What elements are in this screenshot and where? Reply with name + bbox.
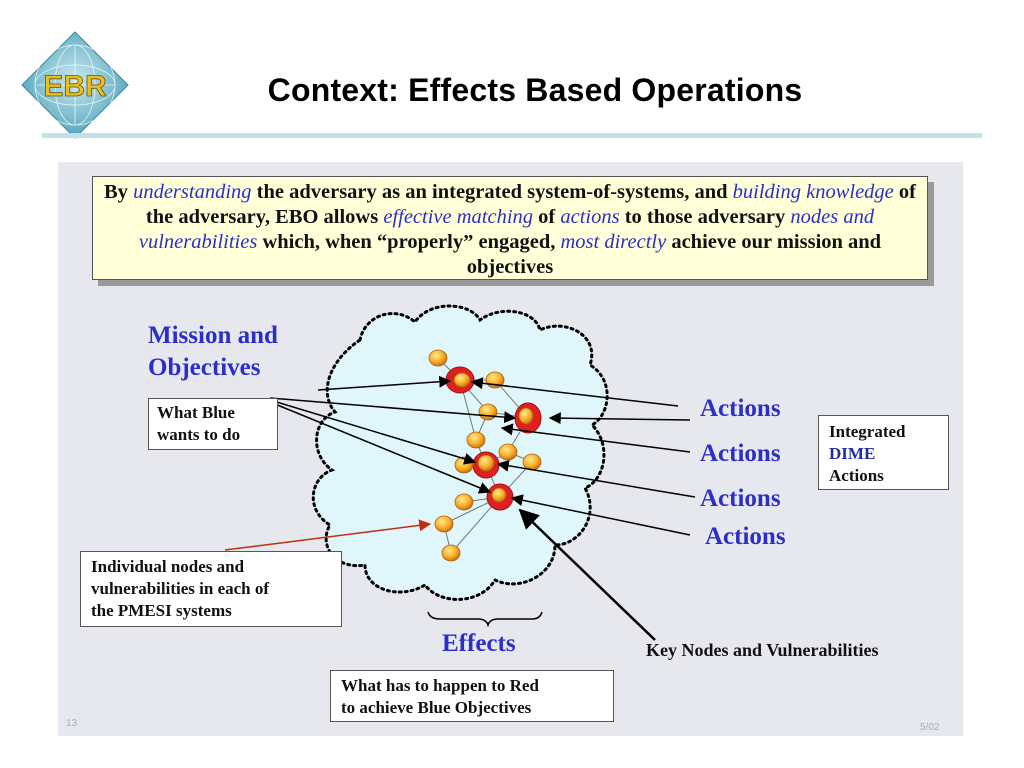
- mission-line: Mission and: [148, 322, 278, 349]
- intro-text: By: [104, 181, 134, 203]
- adversary-system-cloud: [311, 304, 609, 601]
- what-happens-to-red-box: What has to happen to Red to achieve Blu…: [330, 670, 614, 722]
- intro-text: achieve our mission and objectives: [466, 231, 882, 278]
- blue-box-line: wants to do: [157, 425, 241, 444]
- node: [477, 454, 495, 472]
- dime-box-line: DIME: [829, 444, 876, 463]
- intro-text: which, when “properly” engaged,: [257, 231, 561, 253]
- date-stamp: 5/02: [920, 722, 940, 733]
- individual-nodes-box: Individual nodes and vulnerabilities in …: [80, 551, 342, 627]
- integrated-dime-box: Integrated DIME Actions: [818, 415, 949, 490]
- node: [428, 349, 448, 367]
- dime-box-line: Actions: [829, 466, 884, 485]
- effects-label: Effects: [442, 630, 516, 657]
- node: [454, 493, 474, 511]
- node: [498, 443, 518, 461]
- node: [466, 431, 486, 449]
- intro-emphasis: most directly: [560, 231, 667, 253]
- intro-text: to those adversary: [619, 206, 791, 228]
- node: [522, 453, 542, 471]
- node: [453, 372, 471, 388]
- what-blue-wants-box: What Blue wants to do: [148, 398, 278, 450]
- nodes-box-line: Individual nodes and: [91, 557, 245, 576]
- nodes-box-line: the PMESI systems: [91, 601, 232, 620]
- actions-label: Actions: [700, 440, 781, 467]
- actions-label: Actions: [705, 523, 786, 550]
- logo-text: EBR: [43, 70, 107, 103]
- node: [478, 403, 498, 421]
- arrows: [269, 375, 696, 641]
- intro-emphasis: building knowledge: [732, 181, 894, 203]
- node: [518, 407, 534, 425]
- intro-emphasis: effective matching: [383, 206, 534, 228]
- page-number: 13: [66, 718, 78, 729]
- intro-emphasis: understanding: [133, 181, 252, 203]
- node: [441, 544, 461, 562]
- intro-text: of the adversary, EBO allows: [145, 181, 916, 228]
- node: [491, 487, 507, 503]
- mission-objectives-label: Mission and Objectives: [148, 320, 278, 384]
- key-nodes-label: Key Nodes and Vulnerabilities: [646, 640, 879, 660]
- blue-box-line: What Blue: [157, 403, 235, 422]
- nodes-box-line: vulnerabilities in each of: [91, 579, 270, 598]
- node: [434, 515, 454, 533]
- intro-text: the adversary as an integrated system-of…: [251, 181, 733, 203]
- intro-emphasis: nodes and vulnerabilities: [138, 206, 875, 253]
- intro-statement-box: By understanding the adversary as an int…: [92, 176, 928, 280]
- title-divider: [42, 133, 982, 138]
- ebr-logo: EBR: [21, 31, 129, 139]
- intro-text: of: [533, 206, 561, 228]
- actions-label: Actions: [700, 485, 781, 512]
- mission-line: Objectives: [148, 354, 261, 381]
- dime-box-line: Integrated: [829, 422, 906, 441]
- red-box-line: What has to happen to Red: [341, 676, 539, 695]
- slide-title: Context: Effects Based Operations: [267, 72, 803, 108]
- actions-label: Actions: [700, 395, 781, 422]
- red-box-line: to achieve Blue Objectives: [341, 698, 532, 717]
- effects-brace: [427, 611, 543, 628]
- intro-emphasis: actions: [560, 206, 620, 228]
- nodes-pointer-arrow: [224, 519, 432, 551]
